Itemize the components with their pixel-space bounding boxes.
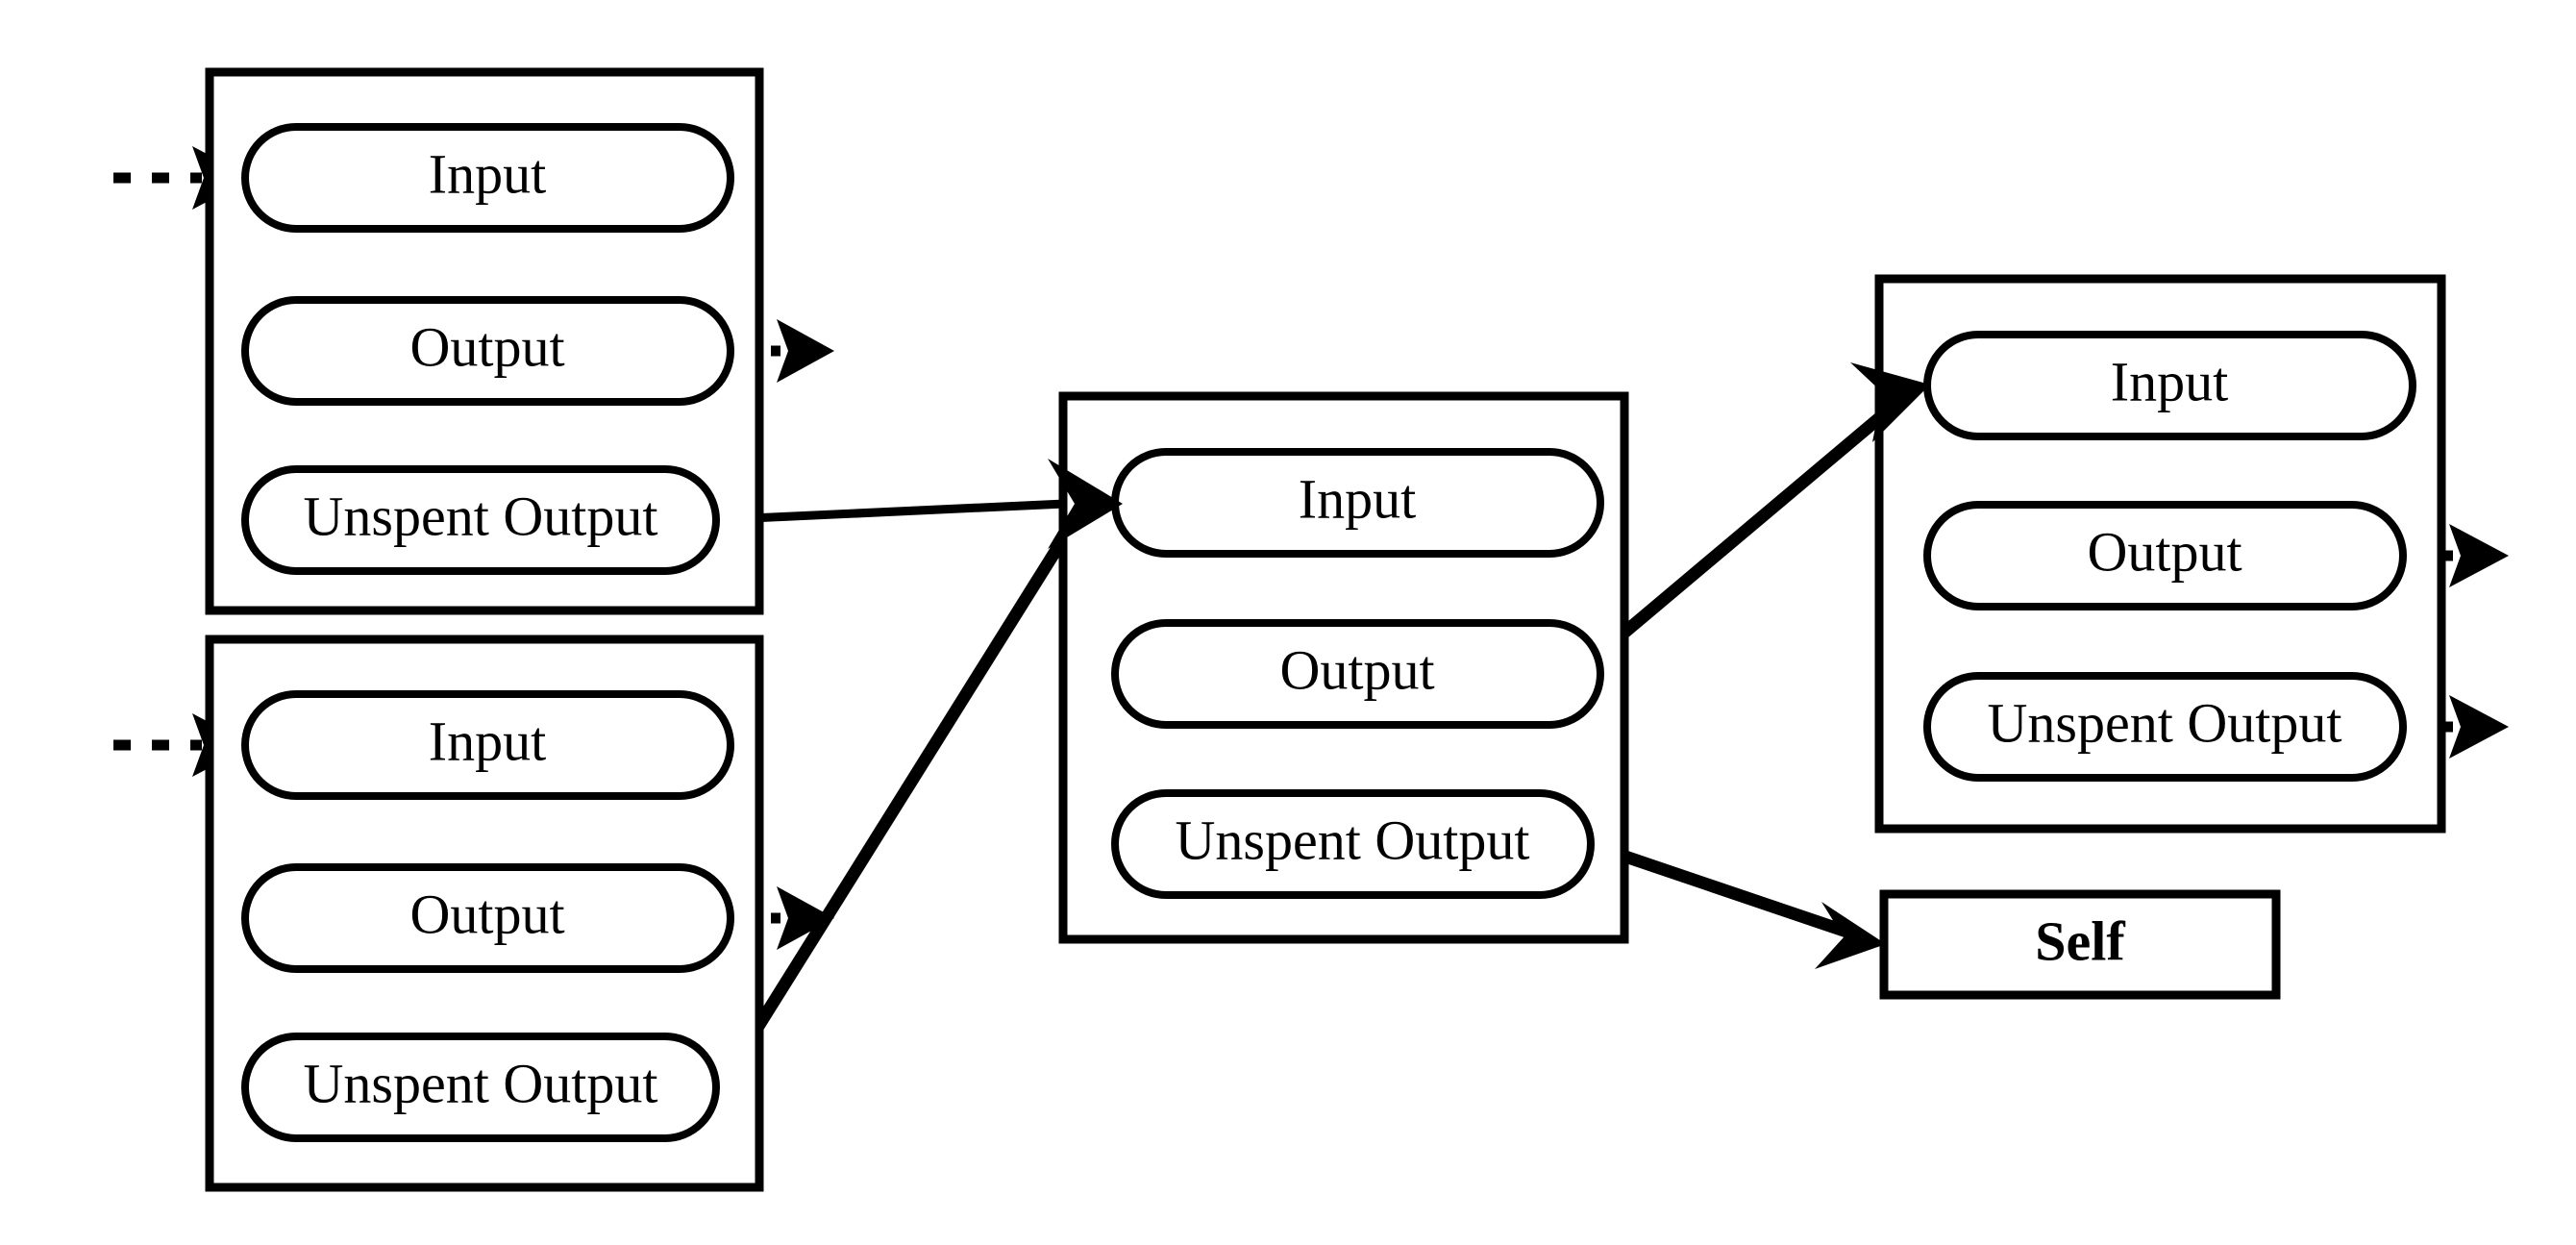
pill-tx1-unspent-output[interactable]: Unspent Output [241, 465, 720, 575]
pill-label-input: Input [429, 142, 546, 205]
pill-tx3-unspent-output[interactable]: Unspent Output [1111, 789, 1595, 899]
transaction-box-top-left[interactable]: Input Output Unspent Output [205, 67, 764, 615]
pill-label-input: Input [1299, 467, 1416, 530]
pill-tx4-output[interactable]: Output [1923, 501, 2407, 610]
pill-tx2-output[interactable]: Output [241, 863, 734, 973]
pill-label-input: Input [429, 710, 546, 772]
self-box-label: Self [2035, 909, 2125, 972]
pill-tx1-input[interactable]: Input [241, 123, 734, 233]
arrowhead-into-tx4-input [1850, 362, 1930, 442]
pill-label-input: Input [2111, 350, 2228, 412]
pill-label-output: Output [409, 315, 564, 378]
pill-tx4-input[interactable]: Input [1923, 331, 2416, 440]
pill-tx2-input[interactable]: Input [241, 690, 734, 800]
pill-tx4-unspent-output[interactable]: Unspent Output [1923, 672, 2407, 782]
transaction-box-middle[interactable]: Input Output Unspent Output [1058, 391, 1629, 944]
pill-label-unspent-output: Unspent Output [1176, 809, 1530, 871]
pill-tx3-output[interactable]: Output [1111, 619, 1604, 729]
edge-tx2-unspent-to-tx3-input [713, 526, 1075, 1093]
self-box[interactable]: Self [1879, 889, 2281, 1000]
transaction-box-right[interactable]: Input Output Unspent Output [1874, 274, 2446, 834]
transaction-box-bottom-left[interactable]: Input Output Unspent Output [205, 635, 764, 1192]
edge-tx1-unspent-to-tx3-input [708, 499, 1066, 525]
pill-tx1-output[interactable]: Output [241, 296, 734, 406]
pill-tx2-unspent-output[interactable]: Unspent Output [241, 1033, 720, 1142]
pill-label-output: Output [409, 883, 564, 945]
pill-label-output: Output [1279, 638, 1434, 701]
arrowhead-into-self-box [1815, 902, 1886, 969]
pill-tx3-input[interactable]: Input [1111, 448, 1604, 558]
pill-label-unspent-output: Unspent Output [1988, 691, 2342, 754]
pill-label-unspent-output: Unspent Output [304, 485, 658, 547]
pill-label-output: Output [2087, 520, 2242, 583]
arrowhead-into-tx3-input [1048, 459, 1123, 549]
pill-label-unspent-output: Unspent Output [304, 1052, 658, 1114]
edge-tx3-output-to-tx4-input [1572, 403, 1896, 678]
